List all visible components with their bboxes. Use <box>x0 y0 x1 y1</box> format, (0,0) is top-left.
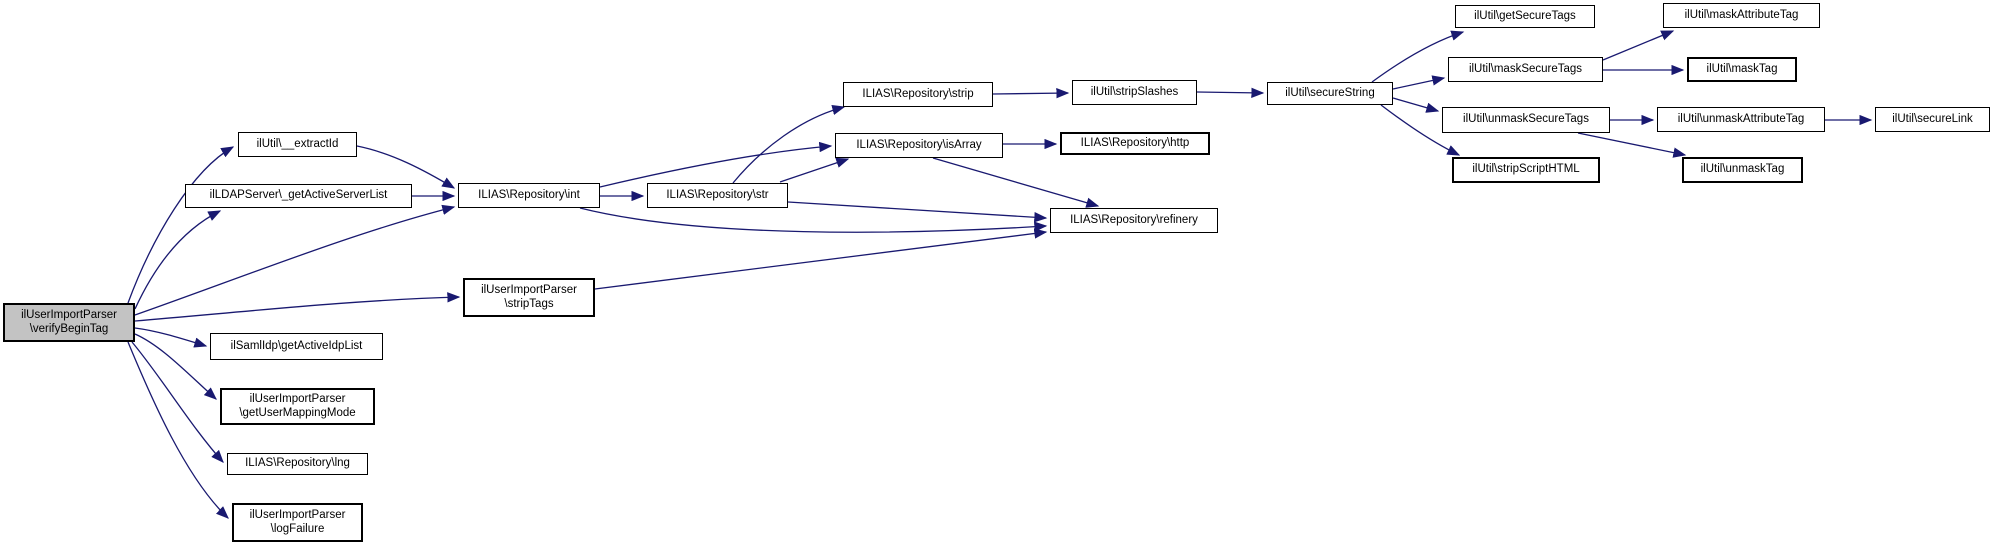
node-repo-str[interactable]: ILIAS\Repository\str <box>647 183 788 208</box>
edge-verify-begin-tag-to-repo-int <box>134 204 456 316</box>
node-label: ilUtil\secureString <box>1285 86 1375 99</box>
node-label: ilUtil\__extractId <box>256 137 339 150</box>
node-label: ilUtil\getSecureTags <box>1474 9 1576 22</box>
node-strip-slashes[interactable]: ilUtil\stripSlashes <box>1072 80 1197 105</box>
edge-secure-string-to-get-secure-tags <box>1371 30 1465 83</box>
edge-repo-int-to-repo-is-array <box>599 141 833 188</box>
node-label: ILIAS\Repository\isArray <box>856 138 982 151</box>
node-label: \getUserMappingMode <box>239 406 356 419</box>
node-secure-link[interactable]: ilUtil\secureLink <box>1875 107 1990 132</box>
edge-extract-id-to-repo-int <box>356 145 456 189</box>
node-strip-tags[interactable]: ilUserImportParser\stripTags <box>463 278 595 317</box>
node-label: ilUserImportParser <box>249 393 346 405</box>
edge-repo-str-to-repo-strip <box>732 104 846 184</box>
node-label: ilSamlIdp\getActiveIdpList <box>230 339 363 352</box>
node-mask-attribute-tag[interactable]: ilUtil\maskAttributeTag <box>1663 3 1820 28</box>
node-log-failure[interactable]: ilUserImportParser\logFailure <box>232 503 363 542</box>
edge-verify-begin-tag-to-get-user-mapping-mode <box>134 333 217 400</box>
node-secure-string[interactable]: ilUtil\secureString <box>1267 82 1393 105</box>
node-label: ilUtil\unmaskAttributeTag <box>1677 112 1805 125</box>
node-extract-id[interactable]: ilUtil\__extractId <box>238 132 357 157</box>
node-verify-begin-tag[interactable]: ilUserImportParser\verifyBeginTag <box>3 303 135 342</box>
node-unmask-attribute-tag[interactable]: ilUtil\unmaskAttributeTag <box>1657 107 1825 132</box>
node-get-active-server-list[interactable]: ilLDAPServer\_getActiveServerList <box>185 184 412 208</box>
edge-verify-begin-tag-to-repo-lng <box>131 341 224 463</box>
edge-repo-str-to-repo-refinery <box>787 201 1048 223</box>
node-label: ILIAS\Repository\strip <box>862 87 974 100</box>
edge-secure-string-to-unmask-secure-tags <box>1392 97 1440 113</box>
node-repo-int[interactable]: ILIAS\Repository\int <box>458 183 600 208</box>
edge-repo-str-to-repo-is-array <box>779 157 850 183</box>
node-label: ilUtil\secureLink <box>1892 112 1973 125</box>
node-label: ILIAS\Repository\refinery <box>1070 213 1198 226</box>
node-label: ilUserImportParser <box>21 309 117 321</box>
edge-repo-strip-to-strip-slashes <box>992 87 1070 99</box>
node-get-active-idp-list[interactable]: ilSamlIdp\getActiveIdpList <box>210 333 383 360</box>
edge-verify-begin-tag-to-log-failure <box>127 341 229 519</box>
edge-strip-tags-to-repo-refinery <box>594 228 1048 290</box>
node-strip-script-html[interactable]: ilUtil\stripScriptHTML <box>1452 157 1600 183</box>
edges-group <box>127 30 1873 519</box>
node-repo-refinery[interactable]: ILIAS\Repository\refinery <box>1050 208 1218 233</box>
node-label: ilUserImportParser <box>249 509 346 521</box>
edge-repo-is-array-to-repo-refinery <box>932 157 1100 208</box>
node-label: \verifyBeginTag <box>29 322 109 335</box>
edge-mask-secure-tags-to-mask-attribute-tag <box>1602 30 1675 61</box>
node-label: ilUtil\stripSlashes <box>1090 85 1179 98</box>
node-label: ilUserImportParser <box>481 284 577 296</box>
node-label: ilUtil\unmaskTag <box>1700 163 1785 176</box>
node-label: ILIAS\Repository\lng <box>245 457 350 470</box>
node-label: ilUtil\maskTag <box>1706 62 1778 75</box>
node-repo-http[interactable]: ILIAS\Repository\http <box>1060 132 1210 155</box>
node-label: ilUtil\unmaskSecureTags <box>1463 113 1589 126</box>
edge-secure-string-to-strip-script-html <box>1380 104 1461 156</box>
node-get-user-mapping-mode[interactable]: ilUserImportParser\getUserMappingMode <box>220 388 375 425</box>
node-mask-tag[interactable]: ilUtil\maskTag <box>1687 57 1797 82</box>
node-label: ilUtil\maskAttributeTag <box>1684 8 1799 21</box>
node-repo-is-array[interactable]: ILIAS\Repository\isArray <box>835 133 1003 158</box>
node-repo-lng[interactable]: ILIAS\Repository\lng <box>227 453 368 475</box>
node-unmask-tag[interactable]: ilUtil\unmaskTag <box>1682 157 1803 183</box>
node-label: \stripTags <box>504 297 554 310</box>
node-label: ilUtil\stripScriptHTML <box>1472 163 1580 176</box>
node-label: ILIAS\Repository\http <box>1080 136 1190 149</box>
edge-repo-int-to-repo-refinery <box>579 207 1048 233</box>
node-get-secure-tags[interactable]: ilUtil\getSecureTags <box>1455 5 1595 28</box>
edge-verify-begin-tag-to-get-active-server-list <box>134 210 222 310</box>
node-repo-strip[interactable]: ILIAS\Repository\strip <box>843 82 993 107</box>
edge-verify-begin-tag-to-get-active-idp-list <box>134 327 208 348</box>
node-label: ILIAS\Repository\str <box>666 188 769 201</box>
edge-verify-begin-tag-to-extract-id <box>127 146 235 304</box>
edge-unmask-secure-tags-to-unmask-tag <box>1577 132 1687 158</box>
edge-secure-string-to-mask-secure-tags <box>1392 75 1446 90</box>
edge-strip-slashes-to-secure-string <box>1196 87 1265 99</box>
node-unmask-secure-tags[interactable]: ilUtil\unmaskSecureTags <box>1442 107 1610 133</box>
node-label: \logFailure <box>270 522 325 535</box>
edge-verify-begin-tag-to-strip-tags <box>134 292 461 322</box>
node-label: ilLDAPServer\_getActiveServerList <box>209 189 388 202</box>
node-mask-secure-tags[interactable]: ilUtil\maskSecureTags <box>1448 57 1603 82</box>
node-label: ILIAS\Repository\int <box>478 188 580 201</box>
node-label: ilUtil\maskSecureTags <box>1468 62 1583 75</box>
